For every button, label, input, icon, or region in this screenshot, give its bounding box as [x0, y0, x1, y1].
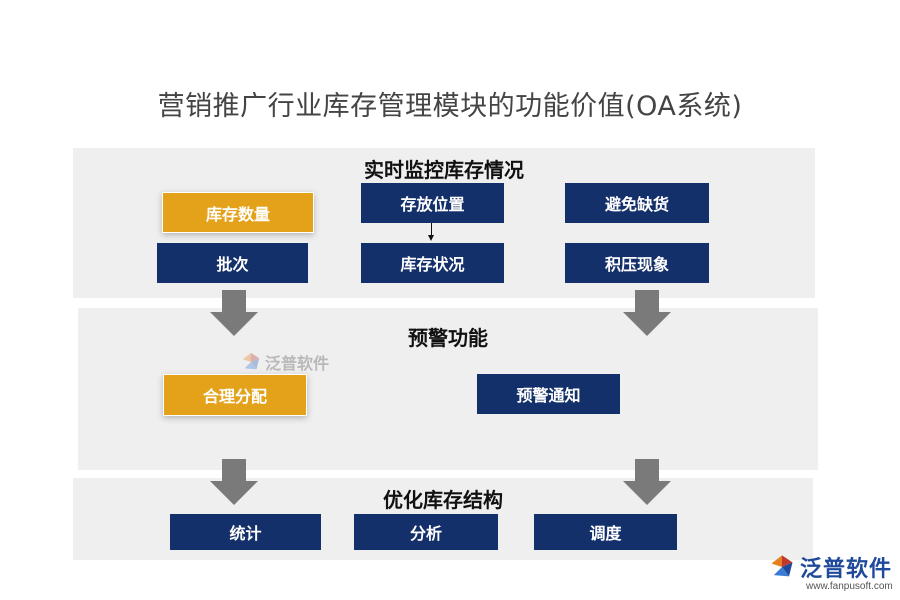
avoid-shortage-box: 避免缺货	[565, 183, 709, 223]
quantity-box: 库存数量	[162, 192, 314, 233]
brand-name: 泛普软件	[800, 557, 893, 582]
monitor-panel-title: 实时监控库存情况	[364, 158, 524, 182]
brand-logo-icon	[771, 555, 793, 577]
brand-logo[interactable]: 泛普软件	[768, 551, 892, 583]
notice-box: 预警通知	[477, 374, 620, 414]
page-title: 营销推广行业库存管理模块的功能价值(OA系统)	[157, 91, 743, 122]
allocation-box: 合理分配	[163, 374, 307, 416]
statistics-box: 统计	[170, 514, 321, 550]
watermark-text: 泛普软件	[265, 354, 330, 373]
status-box: 库存状况	[361, 243, 504, 283]
brand-url[interactable]: www.fanpusoft.com	[806, 581, 893, 592]
connector-line	[431, 223, 432, 236]
watermark-logo-icon	[242, 352, 260, 370]
down-arrow-left-1	[210, 290, 258, 336]
batch-box: 批次	[157, 243, 308, 283]
optimize-panel-title: 优化库存结构	[383, 488, 503, 512]
overstock-box: 积压现象	[565, 243, 709, 283]
location-box: 存放位置	[361, 183, 504, 223]
down-arrow-left-2	[210, 459, 258, 505]
scheduling-box: 调度	[534, 514, 677, 550]
down-arrow-right-2	[623, 459, 671, 505]
analysis-box: 分析	[354, 514, 498, 550]
connector-arrowhead	[428, 235, 434, 241]
warning-panel-title: 预警功能	[408, 326, 488, 350]
watermark: 泛普软件	[240, 350, 329, 374]
down-arrow-right-1	[623, 290, 671, 336]
